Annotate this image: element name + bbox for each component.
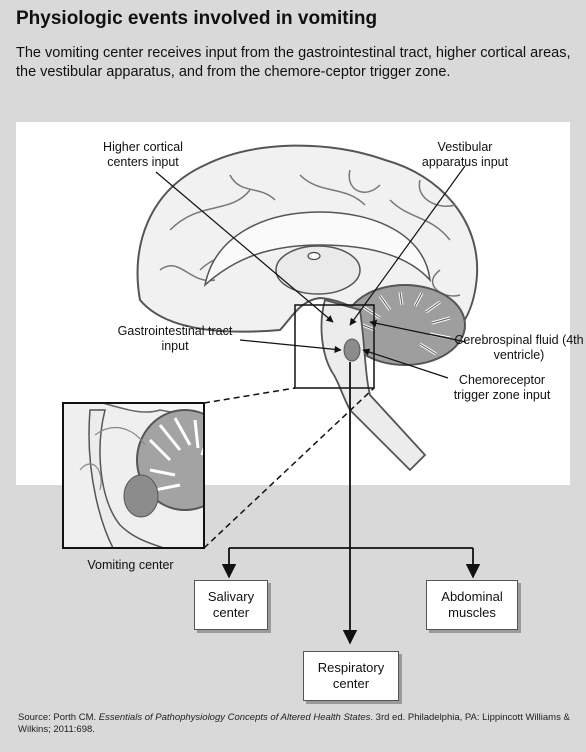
- label-ctz: Chemoreceptor trigger zone input: [442, 373, 562, 403]
- label-gastrointestinal: Gastrointestinal tract input: [112, 324, 238, 354]
- salivary-center-box: Salivary center: [194, 580, 268, 630]
- source-prefix: Source: Porth CM.: [18, 712, 99, 723]
- label-vomiting-center: Vomiting center: [68, 558, 193, 573]
- abdominal-muscles-box: Abdominal muscles: [426, 580, 518, 630]
- inset-magnified-view: [40, 388, 374, 560]
- vomiting-center-marker: [344, 339, 360, 361]
- respiratory-center-box: Respiratory center: [303, 651, 399, 701]
- label-vestibular: Vestibular apparatus input: [410, 140, 520, 170]
- source-book-title: Essentials of Pathophysiology Concepts o…: [99, 712, 371, 723]
- label-csf: Cerebrospinal fluid (4th ventricle): [454, 333, 584, 363]
- label-higher-cortical: Higher cortical centers input: [88, 140, 198, 170]
- source-citation: Source: Porth CM. Essentials of Pathophy…: [18, 712, 578, 736]
- abdominal-muscles-label: Abdominal muscles: [427, 589, 517, 621]
- ventricle: [308, 253, 320, 260]
- salivary-center-label: Salivary center: [195, 589, 267, 621]
- inset-vomiting-center-marker: [124, 475, 158, 517]
- respiratory-center-label: Respiratory center: [304, 660, 398, 692]
